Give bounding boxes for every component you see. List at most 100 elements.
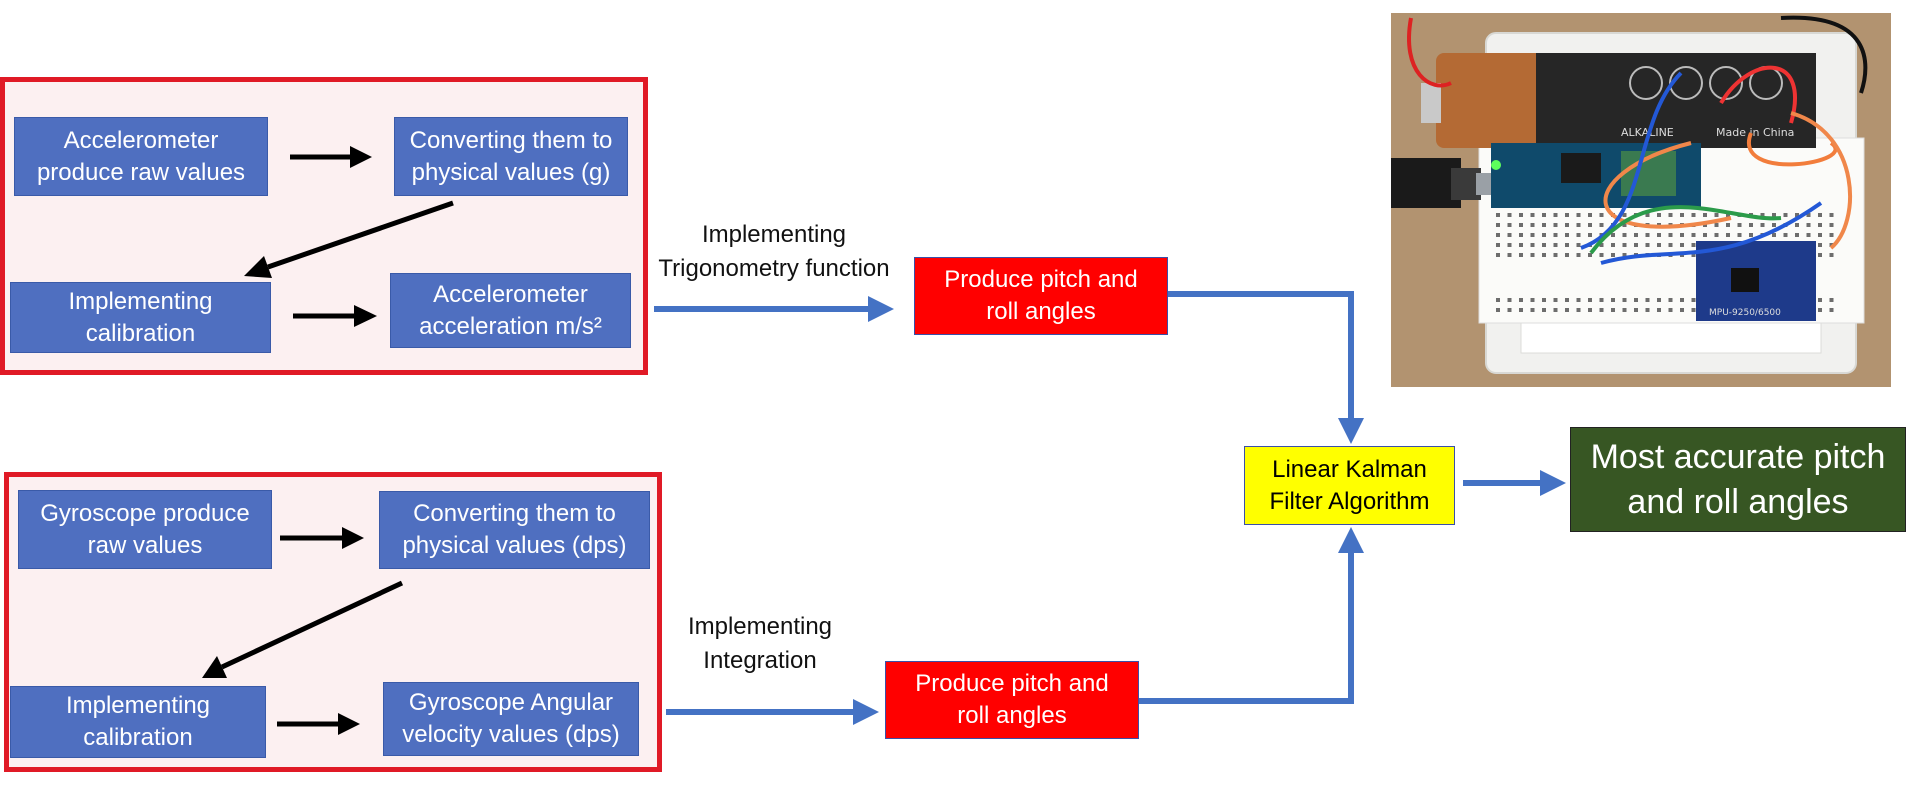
breadboard-hole (1519, 253, 1523, 257)
accel-to-pitch-roll-arrow (654, 296, 894, 322)
breadboard-hole (1565, 213, 1569, 217)
breadboard-hole (1553, 213, 1558, 217)
breadboard-hole (1599, 243, 1604, 247)
breadboard-hole (1795, 223, 1799, 227)
kalman-to-output-arrow (1463, 470, 1566, 496)
accel-convert-to-calibration-arrow (244, 200, 454, 278)
breadboard-hole (1691, 308, 1696, 312)
breadboard-hole (1611, 253, 1615, 257)
breadboard-hole (1645, 233, 1650, 237)
gyro-angular-velocity-box: Gyroscope Angular velocity values (dps) (383, 682, 639, 756)
breadboard-hole (1496, 233, 1500, 237)
breadboard-hole (1818, 223, 1822, 227)
breadboard-hole (1829, 253, 1834, 257)
accel-convert-physical-box: Converting them to physical values (g) (394, 117, 628, 196)
breadboard-hole (1530, 223, 1535, 227)
breadboard-hole (1760, 223, 1765, 227)
breadboard-hole (1588, 213, 1592, 217)
battery: ALKALINE Made in China (1421, 53, 1816, 148)
breadboard-hole (1542, 298, 1546, 302)
breadboard-hole (1657, 298, 1661, 302)
breadboard-hole (1829, 213, 1834, 217)
breadboard-hole (1588, 253, 1592, 257)
breadboard-hole (1657, 233, 1661, 237)
breadboard-hole (1611, 233, 1615, 237)
breadboard-hole (1588, 223, 1592, 227)
breadboard-hole (1507, 308, 1512, 312)
trigonometry-edge-label: Implementing Trigonometry function (658, 221, 890, 282)
breadboard-hole (1588, 233, 1592, 237)
breadboard-hole (1519, 233, 1523, 237)
breadboard-hole (1795, 233, 1799, 237)
breadboard-hole (1680, 243, 1684, 247)
breadboard-hole (1668, 298, 1673, 302)
breadboard-hole (1507, 223, 1512, 227)
breadboard-hole (1507, 298, 1512, 302)
pitch-roll-bottom-box: Produce pitch and roll angles (885, 661, 1139, 739)
breadboard-hole (1795, 213, 1799, 217)
breadboard-hole (1599, 308, 1604, 312)
gyro-convert-to-calibration-arrow (202, 580, 404, 678)
breadboard-hole (1542, 243, 1546, 247)
breadboard-hole (1634, 243, 1638, 247)
breadboard-hole (1530, 308, 1535, 312)
breadboard-hole (1565, 243, 1569, 247)
breadboard-hole (1496, 243, 1500, 247)
breadboard-hole (1519, 213, 1523, 217)
accel-calibration-to-result-arrow (293, 305, 377, 327)
breadboard-hole (1829, 233, 1834, 237)
breadboard-hole (1691, 253, 1696, 257)
breadboard-hole (1507, 253, 1512, 257)
breadboard-hole (1622, 308, 1627, 312)
breadboard-hole (1530, 233, 1535, 237)
breadboard-hole (1530, 253, 1535, 257)
breadboard-hole (1691, 298, 1696, 302)
breadboard-hole (1622, 223, 1627, 227)
breadboard-hole (1599, 213, 1604, 217)
breadboard-hole (1553, 298, 1558, 302)
breadboard-hole (1783, 233, 1788, 237)
pitch-roll-top-to-kalman-arrow (1168, 291, 1364, 444)
battery-origin-text: Made in China (1716, 126, 1794, 139)
breadboard-hole (1806, 233, 1811, 237)
kalman-filter-box: Linear Kalman Filter Algorithm (1244, 446, 1455, 525)
breadboard-hole (1691, 233, 1696, 237)
breadboard-hole (1737, 233, 1742, 237)
breadboard-hole (1714, 233, 1719, 237)
breadboard-hole (1818, 243, 1822, 247)
breadboard-hole (1668, 243, 1673, 247)
gyro-calibration-to-result-arrow (277, 713, 360, 735)
breadboard-hole (1703, 223, 1707, 227)
breadboard-hole (1542, 308, 1546, 312)
breadboard-hole (1576, 243, 1581, 247)
breadboard-hole (1611, 298, 1615, 302)
breadboard-hole (1783, 213, 1788, 217)
breadboard-hole (1680, 213, 1684, 217)
breadboard-hole (1645, 243, 1650, 247)
breadboard-hole (1806, 223, 1811, 227)
breadboard-hole (1496, 213, 1500, 217)
breadboard-hole (1565, 223, 1569, 227)
accel-calibration-box: Implementing calibration (10, 282, 271, 353)
breadboard-hole (1519, 298, 1523, 302)
breadboard-hole (1657, 308, 1661, 312)
breadboard-hole (1829, 223, 1834, 227)
gyro-raw-values-box: Gyroscope produce raw values (18, 490, 272, 569)
breadboard-hole (1726, 223, 1730, 227)
integration-edge-label: Implementing Integration (687, 613, 833, 674)
breadboard-hole (1818, 213, 1822, 217)
arduino-board (1491, 143, 1701, 208)
accel-raw-values-box: Accelerometer produce raw values (14, 117, 268, 196)
breadboard-hole (1818, 298, 1822, 302)
breadboard-hole (1634, 308, 1638, 312)
breadboard-hole (1680, 233, 1684, 237)
breadboard-hole (1565, 253, 1569, 257)
breadboard-hole (1645, 213, 1650, 217)
breadboard-hole (1622, 298, 1627, 302)
breadboard-hole (1645, 308, 1650, 312)
breadboard-hole (1760, 213, 1765, 217)
breadboard-hole (1507, 213, 1512, 217)
breadboard-hole (1542, 233, 1546, 237)
breadboard-hole (1519, 243, 1523, 247)
breadboard-hole (1818, 233, 1822, 237)
